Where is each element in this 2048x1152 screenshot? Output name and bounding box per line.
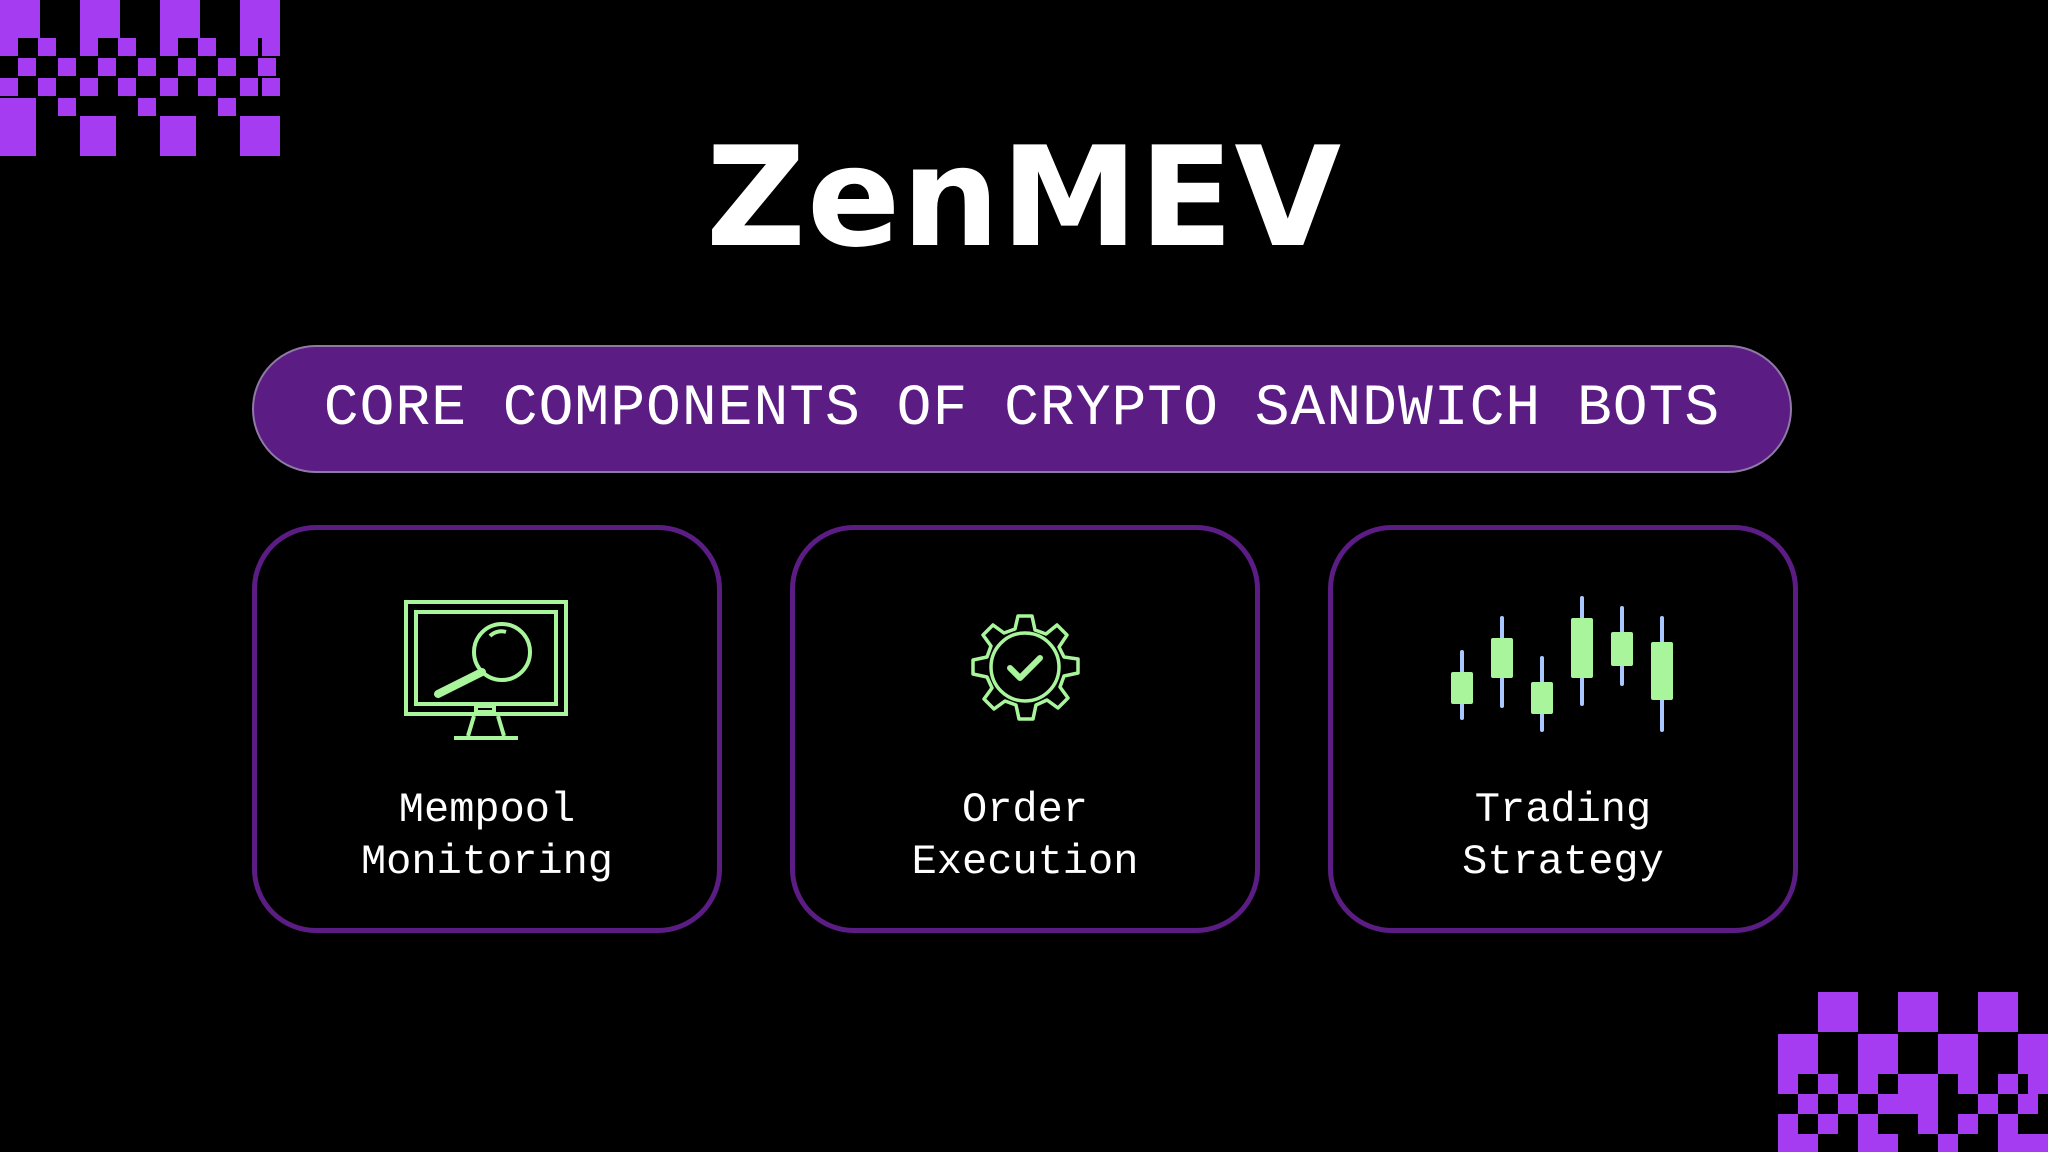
decorative-pixel-pattern-bottom-right <box>1778 992 2048 1152</box>
card-label: Mempool Monitoring <box>257 784 717 888</box>
component-card-mempool-monitoring: Mempool Monitoring <box>252 525 722 933</box>
gear-check-icon <box>971 614 1080 721</box>
section-banner-text: CORE COMPONENTS OF CRYPTO SANDWICH BOTS <box>323 376 1721 442</box>
brand-title: ZenMEV <box>705 117 1343 278</box>
component-card-trading-strategy: Trading Strategy <box>1328 525 1798 933</box>
card-label-line1: Mempool <box>398 786 576 834</box>
section-banner: CORE COMPONENTS OF CRYPTO SANDWICH BOTS <box>252 345 1792 473</box>
monitor-magnifier-icon <box>404 600 568 740</box>
card-label: Trading Strategy <box>1333 784 1793 888</box>
card-label-line2: Monitoring <box>360 838 614 886</box>
card-label: Order Execution <box>795 784 1255 888</box>
component-card-order-execution: Order Execution <box>790 525 1260 933</box>
card-label-line2: Strategy <box>1462 838 1664 886</box>
card-label-line1: Order <box>961 786 1089 834</box>
candlestick-chart-icon <box>1451 596 1673 732</box>
decorative-pixel-pattern-top-left <box>0 0 280 156</box>
card-label-line2: Execution <box>911 838 1139 886</box>
card-label-line1: Trading <box>1474 786 1652 834</box>
